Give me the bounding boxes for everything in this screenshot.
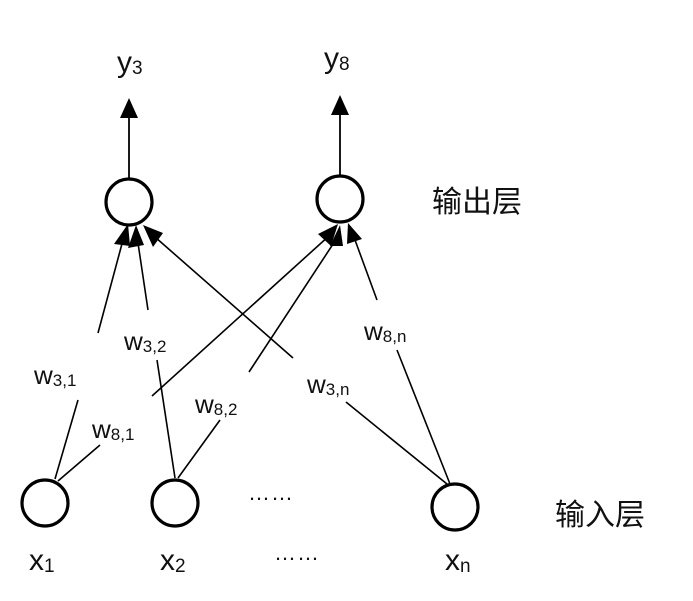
output-layer-label: 输出层 (432, 185, 522, 220)
edge-x2-y8-lower (177, 419, 221, 479)
input-labels-ellipsis: …… (274, 540, 320, 565)
arrowhead-into-y3-from-xn (143, 225, 163, 247)
arrowhead-y3 (120, 98, 138, 118)
input-layer-label: 输入层 (555, 498, 645, 533)
input-label-x2: x2 (160, 544, 186, 577)
arrowhead-into-y8-from-xn (347, 223, 362, 244)
output-node-y8 (315, 174, 365, 224)
arrowhead-into-y3-from-x2 (128, 225, 144, 248)
arrowhead-into-y3-from-x1 (114, 224, 130, 246)
input-node-xn (430, 482, 480, 532)
input-node-x2 (150, 478, 200, 528)
weight-label-w31: w3,1 (33, 360, 76, 390)
edge-x1-y3-lower (54, 399, 79, 480)
input-label-x1: x1 (29, 544, 55, 577)
edge-xn-y3-upper (154, 236, 294, 359)
arrowhead-y8 (331, 95, 349, 115)
arrowhead-into-y8-from-x2 (330, 225, 343, 246)
edge-x2-y8-upper (248, 237, 338, 373)
edge-x1-y8-lower (57, 444, 101, 482)
weight-label-w8n: w8,n (363, 316, 406, 346)
edge-xn-y8-upper (354, 239, 378, 301)
output-node-y3 (104, 177, 154, 227)
edge-xn-y8-lower (396, 349, 451, 485)
input-node-x1 (20, 478, 70, 528)
edge-xn-y3-lower (345, 401, 448, 485)
arrowhead-into-y8-from-x1 (318, 224, 338, 246)
weight-label-w82: w8,2 (194, 389, 237, 419)
weight-label-w81: w8,1 (91, 414, 134, 444)
edge-x1-y8-upper (151, 234, 331, 397)
weight-label-w32: w3,2 (123, 326, 166, 356)
edge-x2-y3-upper (137, 242, 149, 311)
edge-x1-y3-upper (97, 239, 124, 334)
input-nodes-ellipsis: …… (248, 480, 294, 505)
input-label-xn: xn (445, 544, 471, 577)
output-label-y8: y8 (324, 42, 350, 75)
weight-label-w3n: w3,n (306, 369, 349, 399)
output-label-y3: y3 (117, 46, 143, 79)
edge-x2-y3-lower (156, 359, 176, 479)
